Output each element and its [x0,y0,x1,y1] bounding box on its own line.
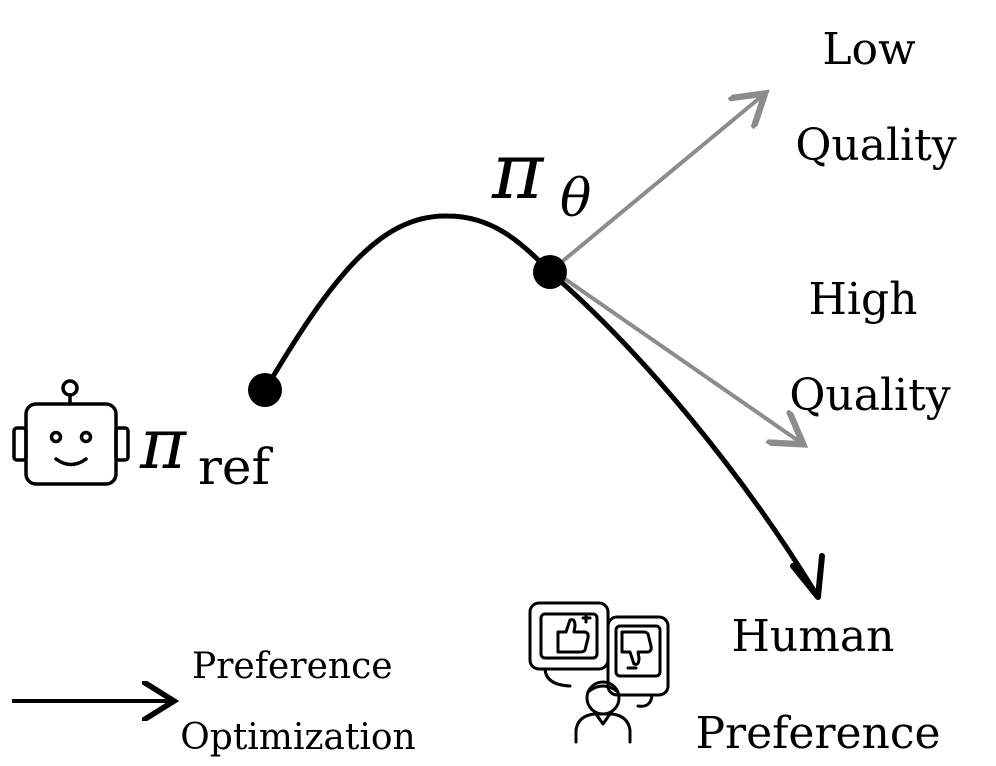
pi-ref-subscript: ref [198,438,273,496]
arrow-to-high-quality [550,268,800,442]
human-preference-line1: Human [731,611,894,662]
human-preference-line2: Preference [695,708,940,759]
pi-ref-symbol: π [139,403,188,485]
label-high-quality: High Quality [789,274,950,421]
label-pi-theta: π θ [491,127,591,229]
low-quality-line1: Low [822,24,916,75]
arrow-to-human-preference [547,269,818,595]
human-preference-arrowhead [790,553,825,600]
legend-line2: Optimization [180,717,415,758]
point-pi-theta [533,255,567,289]
high-quality-line1: High [809,274,918,325]
low-quality-line2: Quality [795,120,956,171]
label-pi-ref: π ref [139,403,273,496]
legend-label: Preference Optimization [180,646,415,758]
human-feedback-icon [528,601,670,744]
pi-theta-subscript: θ [560,169,591,229]
legend-line1: Preference [192,646,393,687]
arrow-to-low-quality [550,96,762,272]
optimization-trajectory [262,213,553,393]
label-human-preference: Human Preference [695,611,940,759]
high-quality-line2: Quality [789,370,950,421]
pi-theta-symbol: π [491,127,545,217]
robot-icon [12,379,130,486]
label-low-quality: Low Quality [795,24,956,171]
point-pi-ref [248,373,282,407]
